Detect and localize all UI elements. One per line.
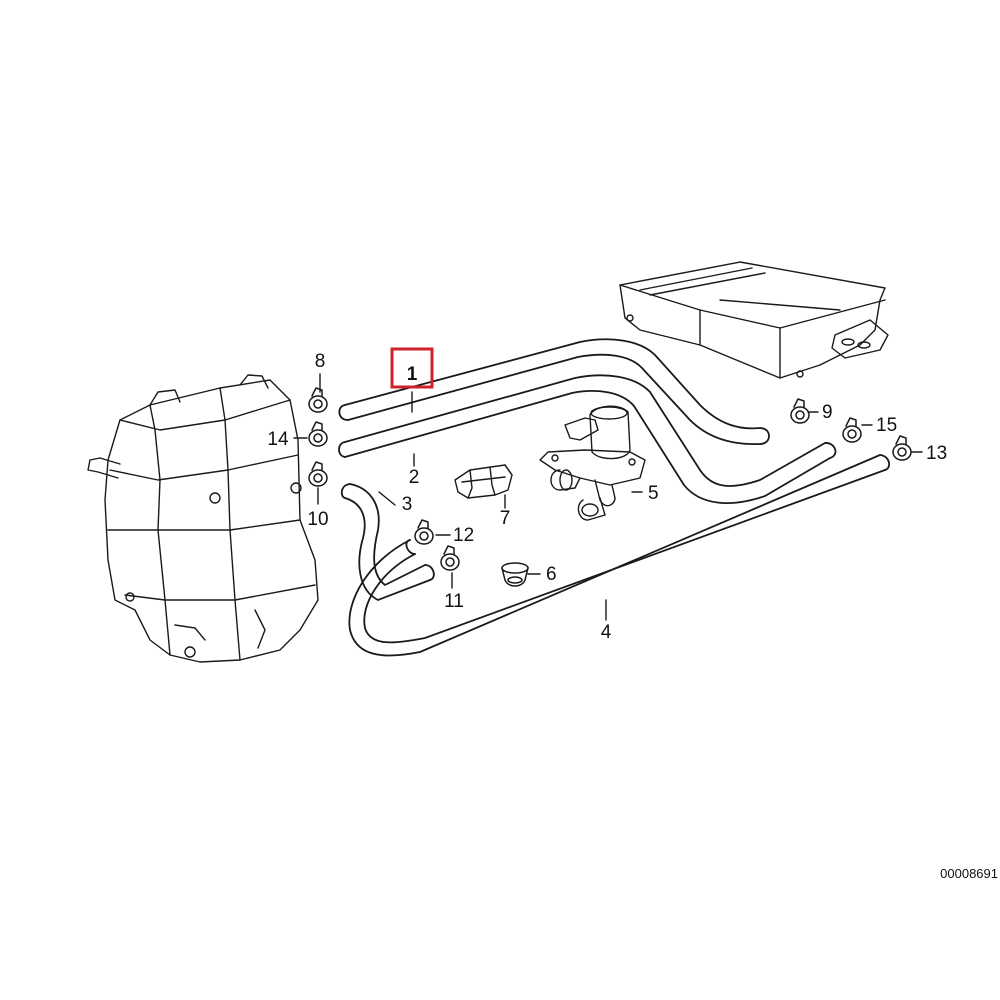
engine-block [87,374,319,663]
callout-1[interactable]: 1 [407,364,418,385]
callout-4[interactable]: 4 [601,622,612,643]
hose-2-shape [338,374,837,504]
callout-2[interactable]: 2 [409,467,420,488]
callout-3[interactable]: 3 [402,494,413,515]
hose-clamp-9-shape [790,398,810,424]
hose-clamp-8-shape [308,387,328,413]
callout-10[interactable]: 10 [307,509,328,530]
leader-lines [293,373,923,621]
callout-7[interactable]: 7 [500,508,511,529]
hose-clamps [308,387,912,571]
hose-clamp-15-shape [842,417,862,443]
callout-9[interactable]: 9 [822,402,833,423]
hose-1-shape [338,338,770,445]
hose-clamp-14-shape [308,421,328,447]
callout-11[interactable]: 11 [444,591,464,612]
hose-clamp-12-shape [414,519,434,545]
callout-6[interactable]: 6 [546,564,557,585]
water-valve-shape [539,405,646,521]
hose-clamp-13-shape [892,435,912,461]
callout-14[interactable]: 14 [267,429,289,450]
hose-holder-shape [454,464,513,499]
grommet-shape [501,562,529,587]
hose-clamp-11-shape [440,545,460,571]
callout-12[interactable]: 12 [453,525,474,546]
callout-15[interactable]: 15 [876,415,897,436]
hose-4-shape [348,454,891,657]
heater-core [619,261,889,379]
callout-13[interactable]: 13 [926,443,947,464]
callout-8[interactable]: 8 [315,351,326,372]
hose-clamp-10-shape [308,461,328,487]
highlight-box [390,347,434,389]
hose-3-shape [340,483,435,601]
callout-5[interactable]: 5 [648,483,659,504]
diagram-reference-number: 00008691 [940,866,998,881]
